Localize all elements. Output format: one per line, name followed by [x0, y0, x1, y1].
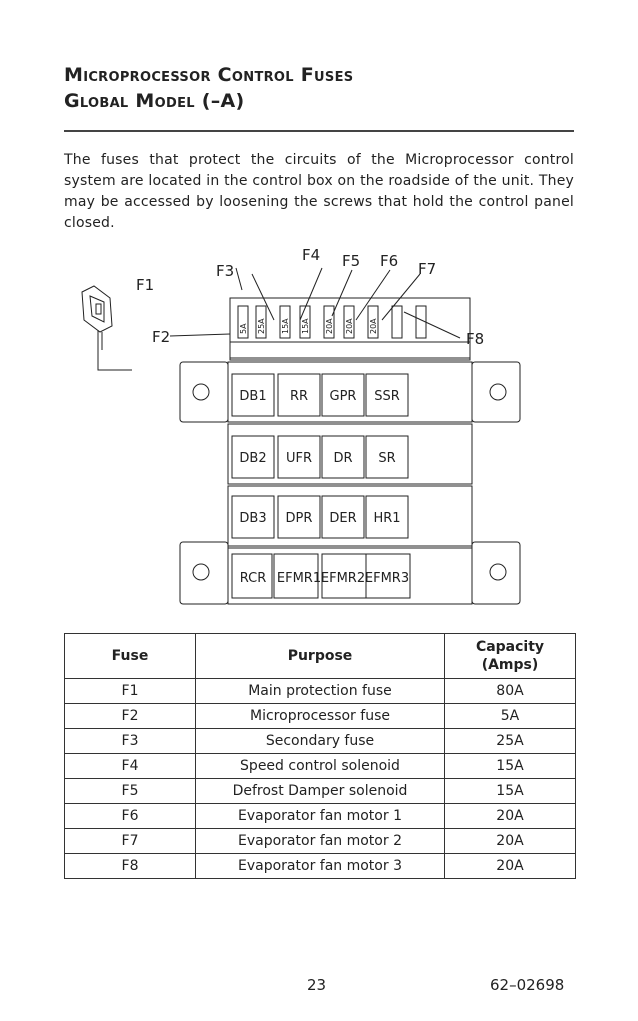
relay-label: DPR: [286, 511, 313, 526]
relay-label: EFMR3: [365, 571, 409, 586]
relay-label: RCR: [240, 571, 267, 586]
relay-label: SSR: [374, 389, 400, 404]
callout-label: F5: [342, 252, 360, 270]
cell-fuse: F1: [64, 678, 196, 704]
cell-purpose: Main protection fuse: [195, 678, 445, 704]
fuse-rating: 20A: [345, 318, 354, 334]
header-purpose: Purpose: [195, 633, 445, 679]
callout-label: F1: [136, 276, 154, 294]
fuse-rating: 20A: [369, 318, 378, 334]
relay-label: UFR: [286, 451, 312, 466]
table-header-row: Fuse Purpose Capacity(Amps): [64, 633, 576, 679]
cell-fuse: F5: [64, 778, 196, 804]
cell-purpose: Speed control solenoid: [195, 753, 445, 779]
relay-label: DB2: [239, 451, 266, 466]
cell-purpose: Secondary fuse: [195, 728, 445, 754]
cell-capacity: 15A: [444, 753, 576, 779]
title-line-1: Microprocessor Control Fuses: [64, 64, 354, 86]
cell-capacity: 5A: [444, 703, 576, 729]
doc-number: 62–02698: [490, 976, 565, 994]
main-fuse-drawing: [81, 285, 132, 371]
cell-fuse: F7: [64, 828, 196, 854]
relay-label: DB3: [239, 511, 266, 526]
header-fuse: Fuse: [64, 633, 196, 679]
cell-fuse: F3: [64, 728, 196, 754]
relay-label: HR1: [373, 511, 400, 526]
cell-capacity: 15A: [444, 778, 576, 804]
callout-label: F6: [380, 252, 398, 270]
page-title: Microprocessor Control Fuses Global Mode…: [64, 62, 353, 114]
callout-label: F7: [418, 260, 436, 278]
cell-capacity: 20A: [444, 803, 576, 829]
fuse-rating: 5A: [239, 323, 248, 334]
cell-purpose: Evaporator fan motor 2: [195, 828, 445, 854]
title-rule: [64, 130, 574, 132]
relay-label: EFMR1: [277, 571, 321, 586]
header-capacity: Capacity(Amps): [444, 633, 576, 679]
callout-label: F8: [466, 330, 484, 348]
fuse-rating: 25A: [257, 318, 266, 334]
intro-paragraph: The fuses that protect the circuits of t…: [64, 152, 574, 231]
relay-label: DR: [333, 451, 352, 466]
callout-label: F3: [216, 262, 234, 280]
cell-fuse: F8: [64, 853, 196, 879]
relay-label: GPR: [330, 389, 357, 404]
page-number: 23: [307, 976, 327, 994]
relay-label: RR: [290, 389, 308, 404]
relay-label: DB1: [239, 389, 266, 404]
callout-label: F4: [302, 246, 320, 264]
fuse-rating: 15A: [281, 318, 290, 334]
cell-fuse: F2: [64, 703, 196, 729]
cell-purpose: Defrost Damper solenoid: [195, 778, 445, 804]
cell-purpose: Evaporator fan motor 1: [195, 803, 445, 829]
fuse-rating: 20A: [325, 318, 334, 334]
cell-capacity: 25A: [444, 728, 576, 754]
relay-label: DER: [329, 511, 356, 526]
cell-purpose: Microprocessor fuse: [195, 703, 445, 729]
title-line-2: Global Model (–A): [64, 90, 245, 112]
cell-fuse: F4: [64, 753, 196, 779]
cell-fuse: F6: [64, 803, 196, 829]
cell-purpose: Evaporator fan motor 3: [195, 853, 445, 879]
callout-label: F2: [152, 328, 170, 346]
relay-label: SR: [378, 451, 395, 466]
fuse-rating: 15A: [301, 318, 310, 334]
cell-capacity: 20A: [444, 853, 576, 879]
cell-capacity: 20A: [444, 828, 576, 854]
relay-label: EFMR2: [321, 571, 365, 586]
cell-capacity: 80A: [444, 678, 576, 704]
